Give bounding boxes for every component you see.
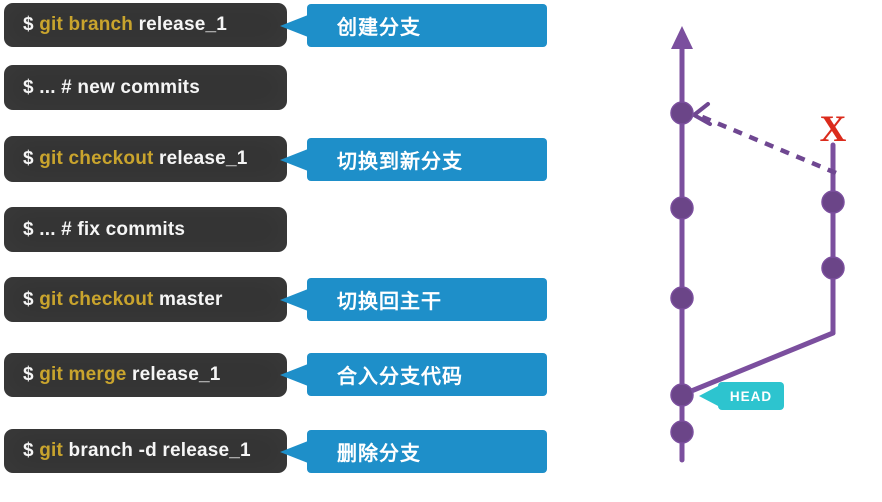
command-text: $ ... # fix commits (23, 218, 186, 240)
terminal-command-git-checkout-release: $ git checkout release_1 (4, 136, 287, 182)
commit-node (821, 190, 845, 214)
command-text: master (153, 288, 223, 310)
callout-delete-branch: 删除分支 (307, 430, 547, 473)
command-text: $ (23, 14, 40, 35)
terminal-command-fix-commits: $ ... # fix commits (4, 207, 287, 252)
branch-origin-dashed-arrow (699, 113, 837, 176)
callout-merge-branch-code: 合入分支代码 (307, 353, 547, 396)
master-arrowhead-icon (671, 26, 693, 49)
terminal-command-git-branch: $ git branch release_1 (4, 3, 287, 47)
release-merge-line (681, 330, 836, 397)
master-commit-nodes (670, 101, 694, 444)
commit-node (670, 196, 694, 220)
command-keyword: git checkout (39, 148, 154, 169)
commit-node (670, 420, 694, 444)
dashed-arrowhead-icon (690, 102, 712, 126)
callout-label: 创建分支 (337, 17, 421, 39)
commit-node (821, 256, 845, 280)
command-text: release_1 (126, 364, 221, 385)
command-keyword: git merge (39, 364, 127, 385)
commit-node (670, 286, 694, 310)
command-text: branch -d release_1 (63, 440, 251, 461)
callout-switch-back-to-master: 切换回主干 (307, 278, 547, 321)
command-text: release_1 (133, 14, 228, 35)
terminal-command-git-branch-delete: $ git branch -d release_1 (4, 429, 287, 473)
commit-node (670, 383, 694, 407)
head-label-text: HEAD (730, 389, 772, 404)
callout-label: 切换到新分支 (337, 151, 463, 173)
terminal-command-git-checkout-master: $ git checkout master (4, 277, 287, 322)
head-pointer-label: HEAD (699, 382, 784, 410)
terminal-command-new-commits: $ ... # new commits (4, 65, 287, 110)
command-text: $ (23, 440, 40, 461)
deleted-branch-x-icon: X (820, 109, 847, 150)
commit-node (670, 101, 694, 125)
branch-commit-nodes (821, 190, 845, 280)
callout-create-branch: 创建分支 (307, 4, 547, 47)
command-keyword: git checkout (39, 288, 154, 310)
head-label-box (718, 382, 784, 410)
command-keyword: git branch (39, 14, 134, 35)
head-arrow-icon (699, 385, 720, 407)
command-text: $ ... # new commits (23, 76, 200, 98)
callout-label: 删除分支 (337, 443, 421, 465)
callout-switch-to-new-branch: 切换到新分支 (307, 138, 547, 181)
command-keyword: git (39, 440, 64, 461)
terminal-command-git-merge: $ git merge release_1 (4, 353, 287, 397)
callout-label: 合入分支代码 (337, 366, 463, 388)
command-text: release_1 (153, 148, 248, 169)
command-text: $ (23, 148, 40, 169)
command-text: $ (23, 288, 40, 310)
command-text: $ (23, 364, 40, 385)
callout-label: 切换回主干 (337, 291, 442, 313)
